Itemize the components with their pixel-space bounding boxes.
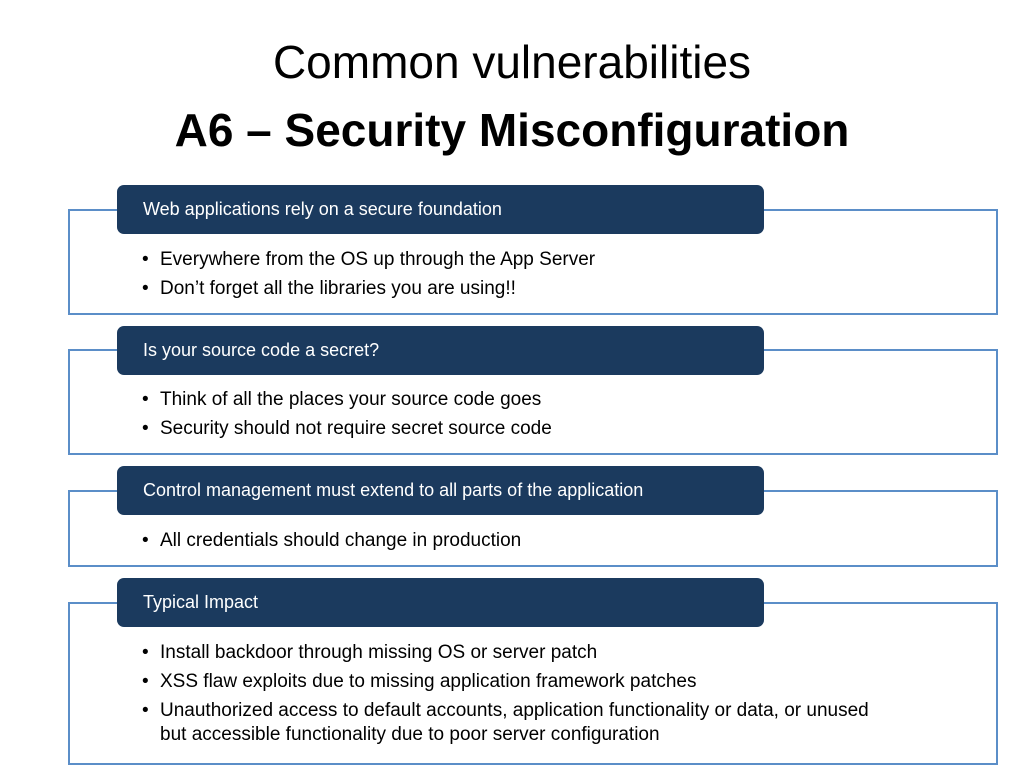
bullet-item: • All credentials should change in produc… (142, 526, 902, 555)
bullet-item: • XSS flaw exploits due to missing applic… (142, 667, 902, 696)
bullet-list-foundation: • Everywhere from the OS up through the A… (142, 245, 902, 303)
section-header-source-code: Is your source code a secret? (117, 326, 764, 375)
bullet-text: XSS flaw exploits due to missing applica… (160, 671, 697, 692)
bullet-list-typical-impact: • Install backdoor through missing OS or … (142, 638, 902, 747)
section-header-typical-impact: Typical Impact (117, 578, 764, 627)
bullet-item: • Think of all the places your source cod… (142, 385, 902, 414)
bullet-marker: • (142, 418, 149, 439)
bullet-marker: • (142, 671, 149, 692)
bullet-text: All credentials should change in product… (160, 530, 522, 551)
bullet-text: Security should not require secret sourc… (160, 418, 552, 439)
bullet-text: Don’t forget all the libraries you are u… (160, 278, 516, 299)
bullet-marker: • (142, 249, 149, 270)
bullet-list-source-code: • Think of all the places your source cod… (142, 385, 902, 443)
bullet-marker: • (142, 278, 149, 299)
bullet-marker: • (142, 389, 149, 410)
bullet-item: • Unauthorized access to default accounts… (142, 699, 890, 747)
slide-subtitle: A6 – Security Misconfiguration (174, 104, 850, 156)
bullet-marker: • (142, 530, 149, 551)
slide-title: Common vulnerabilities (272, 36, 752, 88)
bullet-marker: • (142, 642, 149, 663)
bullet-text: Everywhere from the OS up through the Ap… (160, 249, 596, 270)
bullet-text: Install backdoor through missing OS or s… (160, 642, 598, 663)
bullet-list-control-management: • All credentials should change in produc… (142, 526, 902, 555)
bullet-item: • Don’t forget all the libraries you are … (142, 274, 902, 303)
bullet-text: Unauthorized access to default accounts,… (160, 700, 869, 745)
bullet-item: • Install backdoor through missing OS or … (142, 638, 902, 667)
bullet-item: • Security should not require secret sour… (142, 414, 902, 443)
section-header-foundation: Web applications rely on a secure founda… (117, 185, 764, 234)
bullet-text: Think of all the places your source code… (160, 389, 542, 410)
bullet-item: • Everywhere from the OS up through the A… (142, 245, 902, 274)
section-box-typical-impact (68, 602, 998, 765)
section-header-control-management: Control management must extend to all pa… (117, 466, 764, 515)
bullet-marker: • (142, 700, 149, 721)
